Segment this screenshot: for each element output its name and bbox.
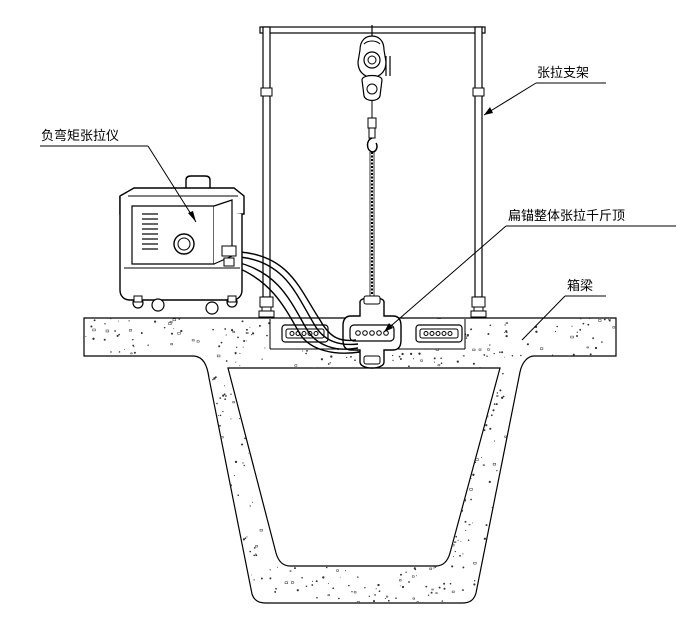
flat-anchor-jack — [342, 295, 402, 369]
label-jack: 扁锚整体张拉千斤顶 — [508, 209, 625, 224]
chain-hoist — [357, 25, 391, 300]
anchor-plate-right — [415, 324, 463, 343]
leader-frame — [483, 82, 537, 116]
anchor-plate-left — [281, 324, 329, 343]
leader-beam — [521, 295, 566, 341]
hydraulic-hoses — [235, 251, 361, 354]
leader-lines — [40, 82, 676, 341]
leader-jack — [383, 225, 507, 333]
tensioner-unit — [119, 175, 245, 315]
label-beam: 箱梁 — [567, 278, 593, 294]
leader-tensioner — [147, 145, 197, 223]
label-frame: 张拉支架 — [537, 66, 589, 81]
leader-arrows — [188, 107, 493, 332]
box-girder — [83, 317, 617, 604]
girder-outline — [83, 317, 617, 604]
label-tensioner: 负弯矩张拉仪 — [41, 128, 119, 144]
